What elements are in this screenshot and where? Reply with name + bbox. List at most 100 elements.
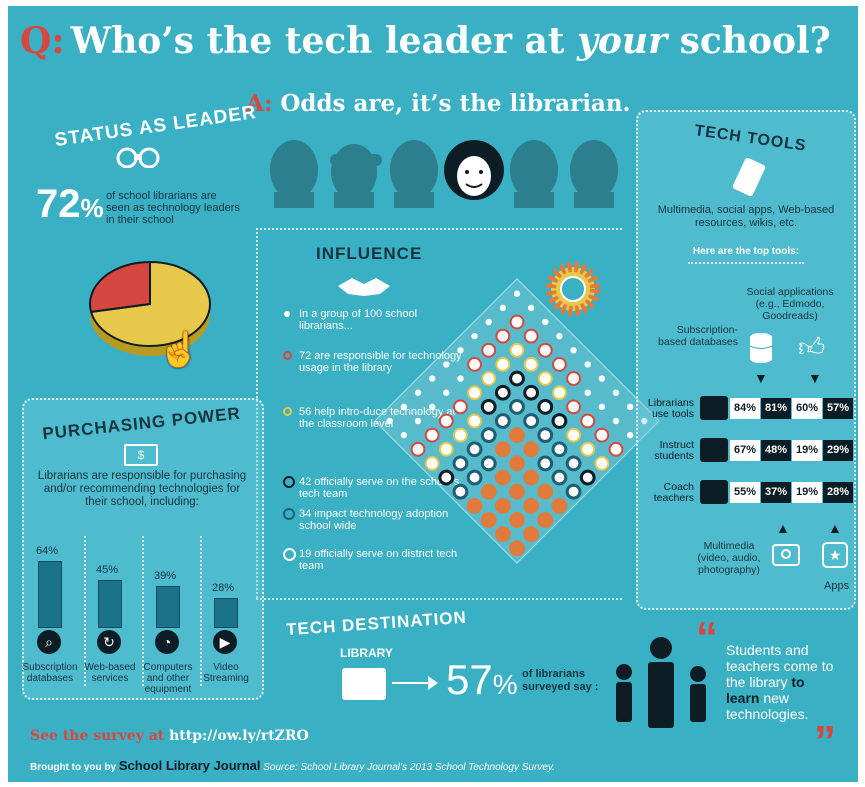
influence-dot [523,497,540,514]
legend-dot [284,311,290,317]
destination-said: of librarians surveyed say : [522,668,599,693]
brand-logo: School Library Journal [118,758,261,773]
influence-dot [641,417,648,425]
influence-dot [452,455,469,472]
quote-end: new technologies. [726,690,809,722]
influence-dot [424,427,440,443]
influence-dot [453,427,468,443]
influence-dot [410,441,426,457]
influence-dot [457,347,464,354]
influence-dot [428,375,436,382]
destination-percent-sign: % [492,669,518,700]
divider [256,598,622,600]
influence-dot [579,469,596,486]
bar [98,580,122,628]
status-text: of school librarians are seen as technol… [106,190,240,226]
survey-line: See the survey at http://ow.ly/rtZRO [30,728,309,744]
influence-dot [523,384,540,401]
influence-dot [566,371,581,386]
influence-dot [566,427,581,443]
influence-dot [424,456,440,471]
influence-dot [584,389,591,396]
influence-dot [626,431,634,439]
influence-dot [466,469,483,486]
binoculars-icon [116,146,160,169]
influence-dot [537,371,553,386]
influence-dot [509,512,525,528]
influence-dot [509,398,525,415]
destination-heading: TECH DESTINATION [285,607,468,640]
bar-label: Computers and other equipment [143,662,193,695]
influence-dot [494,384,511,401]
influence-dot [537,427,554,444]
influence-dot [400,431,408,439]
influence-dot [608,441,624,457]
bar [214,597,238,628]
legend-dot [283,351,292,360]
table-cell: 81% [761,398,791,419]
thumbs-up-icon: 👍︎ [798,332,826,362]
influence-dot [523,469,540,486]
influence-dot [565,483,582,500]
bar-percent: 64% [36,545,59,558]
influence-dot [414,417,422,425]
destination-percent: 57% [446,656,518,704]
arrow-down-icon: ▼ [754,370,768,386]
influence-dot [438,441,454,457]
influence-dot [580,413,596,429]
influence-dot [570,347,577,354]
influence-dot [443,361,450,368]
quote-text: Students and teachers come to the librar… [726,642,834,690]
bar [38,561,62,628]
influence-dot [499,304,507,312]
influence-dot [480,512,497,528]
diamond-inner [374,278,660,564]
influence-dot [438,413,454,429]
refresh-icon: ↻ [97,630,121,654]
table-cell: 29% [823,440,853,461]
influence-dot [551,413,568,429]
table-cell: 28% [823,482,853,503]
a-label: A: [246,90,273,117]
influence-dot [509,342,525,358]
influence-dot [612,389,620,396]
influence-dot [523,357,539,372]
head-silhouette [510,140,558,208]
student-icon [700,438,728,462]
influence-dot [494,441,511,458]
divider [256,228,622,230]
table-cell: 48% [761,440,791,461]
influence-dot [523,328,539,344]
influence-dot [537,342,553,358]
social-apps-label: Social applications (e.g., Edmodo, Goodr… [746,286,834,322]
brought-by: Brought to you by [30,762,117,773]
influence-dot [452,483,469,500]
destination-percent-value: 57 [446,656,493,703]
bar-separator [142,536,144,686]
bar [156,586,180,628]
influence-dot [565,455,582,472]
status-percent-value: 72 [36,182,81,226]
bar-label: Video Streaming [203,662,249,684]
quote-open-icon: “ [696,613,718,662]
survey-link[interactable]: http://ow.ly/rtZRO [169,728,309,744]
influence-dot [509,427,525,444]
influence-dot [552,385,567,401]
teacher-icon [700,480,728,504]
influence-dot [481,371,497,386]
multimedia-label: Multimedia (video, audio, photography) [697,540,761,576]
influence-dot [495,357,511,372]
influence-dot [509,483,525,500]
influence-dot [537,483,554,500]
row-label: Coach teachers [653,481,694,504]
money-icon: $ [124,444,158,466]
infographic: Q:Who’s the tech leader at your school? … [8,6,858,782]
answer-line: A: Odds are, it’s the librarian. [246,90,631,117]
arrow-right-head-icon [428,676,438,690]
legend-dot [283,508,295,520]
pie-slice-no [89,260,151,313]
bar-label: Subscription databases [22,662,78,684]
q-label: Q: [20,20,65,62]
family-icon [616,637,706,728]
headline: Q:Who’s the tech leader at your school? [20,12,850,70]
